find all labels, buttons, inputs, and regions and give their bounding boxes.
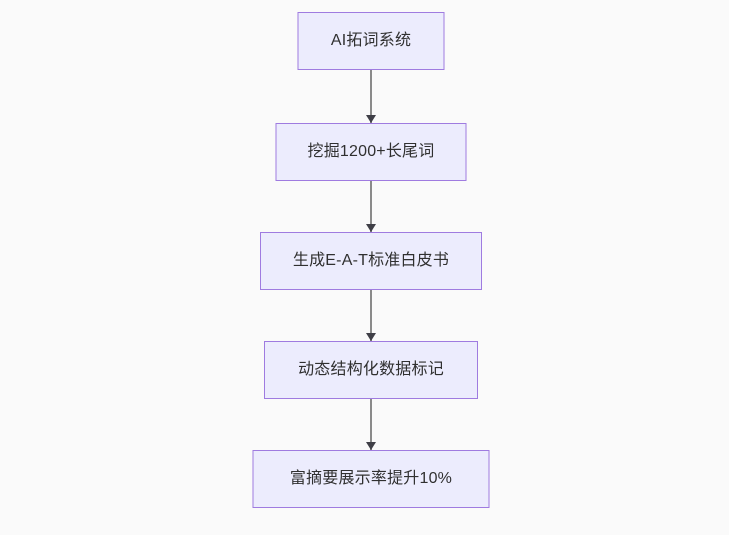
flow-node-label: 动态结构化数据标记 [298,361,444,379]
flow-edge-n4-n5 [364,399,378,450]
edge-line [370,181,372,232]
flow-node-dynamic-structured-data-markup[interactable]: 动态结构化数据标记 [264,341,478,399]
edge-line [370,70,372,123]
flow-edge-n2-n3 [364,181,378,232]
arrowhead-icon [366,224,376,232]
flow-node-label: 富摘要展示率提升10% [289,470,453,488]
flow-node-label: AI拓词系统 [330,32,412,50]
edge-line [370,290,372,341]
flow-node-generate-eat-whitepaper[interactable]: 生成E-A-T标准白皮书 [260,232,482,290]
flow-node-ai-keyword-system[interactable]: AI拓词系统 [297,12,445,70]
flow-node-rich-snippet-rate-increase[interactable]: 富摘要展示率提升10% [252,450,490,508]
arrowhead-icon [366,442,376,450]
edge-line [370,399,372,450]
flow-node-mine-longtail-keywords[interactable]: 挖掘1200+长尾词 [275,123,467,181]
arrowhead-icon [366,333,376,341]
flow-edge-n1-n2 [364,70,378,123]
flow-node-label: 生成E-A-T标准白皮书 [292,252,450,270]
arrowhead-icon [366,115,376,123]
flow-edge-n3-n4 [364,290,378,341]
flow-node-label: 挖掘1200+长尾词 [307,143,435,161]
